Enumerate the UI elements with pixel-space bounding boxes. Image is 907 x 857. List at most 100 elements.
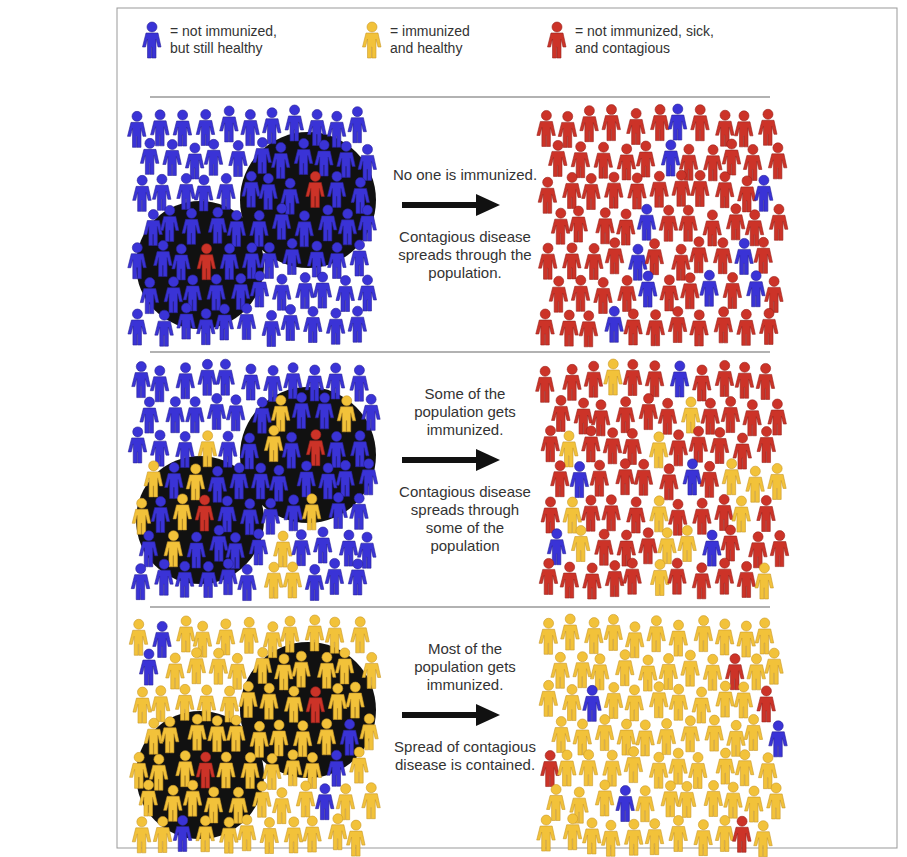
person-figure [658, 528, 677, 564]
person-figure [259, 174, 278, 210]
person-figure [160, 717, 179, 753]
person-figure [166, 653, 185, 689]
person-figure [327, 171, 346, 207]
person-figure [303, 816, 322, 852]
person-figure [177, 616, 196, 652]
person-figure [616, 650, 635, 686]
person-figure [292, 530, 311, 566]
person-figure [327, 750, 346, 786]
person-figure [768, 143, 787, 179]
person-figure [757, 427, 776, 463]
person-figure [154, 241, 173, 277]
person-figure [726, 204, 745, 240]
person-figure [216, 359, 235, 395]
person-figure [692, 563, 711, 599]
person-figure [350, 493, 369, 529]
person-figure [747, 654, 766, 690]
person-figure [160, 205, 179, 241]
person-figure [262, 310, 281, 346]
person-figure [605, 238, 624, 274]
person-figure [716, 681, 735, 717]
person-figure [292, 393, 311, 429]
person-figure [624, 747, 643, 783]
person-figure [328, 242, 347, 278]
person-figure [636, 141, 655, 177]
person-figure [173, 815, 192, 851]
person-figure [306, 171, 325, 207]
person-figure [175, 561, 194, 597]
person-figure [128, 427, 147, 463]
person-figure [583, 685, 602, 721]
person-figure [304, 307, 323, 343]
person-figure [571, 275, 590, 311]
person-figure [733, 816, 752, 852]
person-figure [128, 243, 147, 279]
person-figure [346, 682, 365, 718]
person-figure [281, 304, 300, 340]
person-figure [274, 654, 293, 690]
person-figure [689, 237, 708, 273]
person-figure [220, 243, 239, 279]
person-figure [634, 459, 653, 495]
person-figure [715, 619, 734, 655]
person-figure [737, 309, 756, 345]
person-figure [204, 139, 223, 175]
person-figure [649, 432, 668, 468]
person-figure [183, 780, 202, 816]
person-figure [153, 621, 172, 657]
person-figure [703, 530, 722, 566]
person-figure [755, 618, 774, 654]
person-figure [296, 781, 315, 817]
person-figure [737, 561, 756, 597]
person-figure [358, 144, 377, 180]
person-figure [251, 463, 270, 499]
person-figure [284, 495, 303, 531]
person-figure [264, 562, 283, 598]
person-figure [745, 786, 764, 822]
person-figure [692, 687, 711, 723]
person-figure [237, 304, 256, 340]
person-figure [139, 780, 158, 816]
person-figure [228, 653, 247, 689]
person-figure [552, 717, 571, 753]
person-figure [582, 173, 601, 209]
person-figure [585, 243, 604, 279]
person-figure [230, 463, 249, 499]
step-description: Spread of contagious disease is containe… [392, 738, 538, 774]
person-figure [155, 559, 174, 595]
person-figure [616, 397, 635, 433]
person-figure [704, 780, 723, 816]
person-figure [313, 527, 332, 563]
person-figure [271, 142, 290, 178]
person-figure [754, 821, 773, 857]
person-figure [272, 788, 291, 824]
person-figure [172, 244, 191, 280]
person-figure [269, 465, 288, 501]
person-figure [250, 211, 269, 247]
person-figure [329, 492, 348, 528]
person-figure [253, 647, 272, 683]
legend-text: = immunized and healthy [390, 23, 490, 57]
person-figure [558, 750, 577, 786]
person-figure [140, 397, 159, 433]
person-figure [188, 714, 207, 750]
person-figure [563, 243, 582, 279]
person-figure [328, 814, 347, 850]
person-figure [604, 682, 623, 718]
person-figure [584, 361, 603, 397]
arrow-shaft [402, 457, 478, 463]
person-figure [207, 393, 226, 429]
legend-yellow-person [363, 22, 382, 58]
person-figure [229, 141, 248, 177]
person-figure [743, 144, 762, 180]
person-figure [241, 110, 260, 146]
person-figure [272, 203, 291, 239]
person-figure [549, 276, 568, 312]
person-figure [165, 463, 184, 499]
person-figure [240, 433, 259, 469]
person-figure [623, 558, 642, 594]
person-figure [722, 139, 741, 175]
population-row [128, 104, 788, 347]
person-figure [348, 559, 367, 595]
person-figure [197, 244, 216, 280]
